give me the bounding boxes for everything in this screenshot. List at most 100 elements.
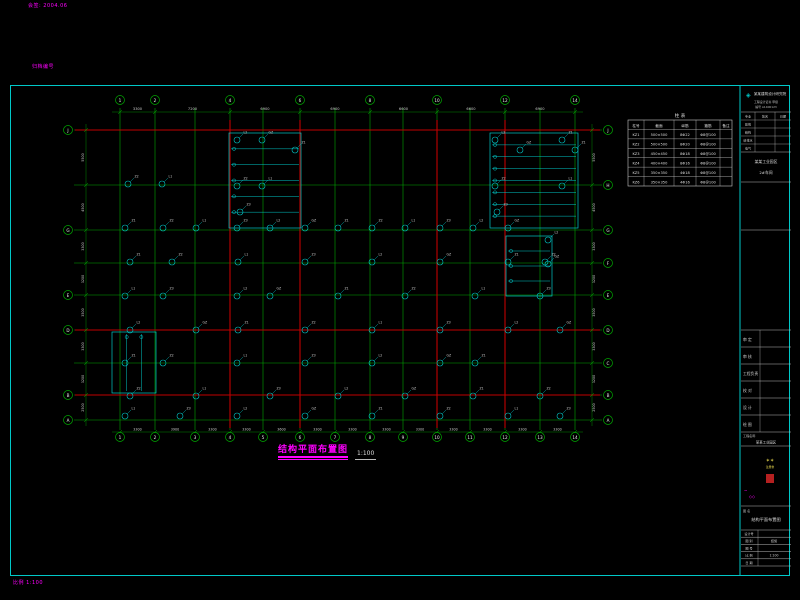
- svg-text:L2: L2: [555, 231, 559, 235]
- svg-text:设 计: 设 计: [743, 405, 752, 410]
- svg-text:Z3: Z3: [170, 287, 174, 291]
- svg-text:G: G: [66, 228, 69, 233]
- svg-text:签名: 签名: [762, 114, 768, 119]
- svg-text:6900: 6900: [535, 107, 545, 111]
- svg-text:6: 6: [299, 98, 302, 103]
- svg-text:审 定: 审 定: [743, 337, 752, 342]
- svg-text:5500: 5500: [81, 153, 85, 161]
- svg-text:Z1: Z1: [132, 354, 136, 358]
- svg-text:4500: 4500: [592, 203, 596, 211]
- svg-text:KZ1: KZ1: [632, 133, 639, 137]
- svg-text:KZ2: KZ2: [632, 143, 639, 147]
- svg-text:Z1: Z1: [379, 407, 383, 411]
- svg-text:6: 6: [299, 435, 302, 440]
- svg-text:6600: 6600: [399, 107, 409, 111]
- svg-text:Z2: Z2: [502, 177, 506, 181]
- svg-text:Φ8@100: Φ8@100: [700, 143, 716, 147]
- svg-text:绘 图: 绘 图: [743, 422, 752, 427]
- svg-text:Φ8@100: Φ8@100: [700, 133, 716, 137]
- svg-text:Z2: Z2: [547, 387, 551, 391]
- svg-text:备注: 备注: [722, 123, 730, 128]
- svg-text:GZ: GZ: [567, 321, 572, 325]
- svg-text:某某工业园区: 某某工业园区: [755, 159, 778, 164]
- svg-text:L2: L2: [345, 387, 349, 391]
- svg-text:KZ3: KZ3: [632, 152, 639, 156]
- svg-text:2500: 2500: [81, 403, 85, 411]
- svg-text:7200: 7200: [188, 107, 198, 111]
- svg-text:E: E: [67, 293, 70, 298]
- svg-text:GZ: GZ: [515, 219, 520, 223]
- svg-text:11: 11: [467, 435, 473, 440]
- svg-text:Φ8@100: Φ8@100: [700, 152, 716, 156]
- svg-text:Z2: Z2: [170, 219, 174, 223]
- svg-text:GZ: GZ: [555, 255, 560, 259]
- svg-text:Z1: Z1: [345, 219, 349, 223]
- svg-text:Z3: Z3: [504, 203, 508, 207]
- svg-text:Z1: Z1: [245, 321, 249, 325]
- svg-text:GZ: GZ: [447, 354, 452, 358]
- svg-text:4: 4: [229, 435, 232, 440]
- svg-text:◇◇: ◇◇: [749, 494, 756, 499]
- title-underline-thin: [278, 459, 349, 460]
- svg-text:L2: L2: [244, 407, 248, 411]
- plan-title: 结构平面布置图: [278, 442, 349, 460]
- svg-text:结施: 结施: [771, 538, 777, 543]
- svg-text:L1: L1: [244, 354, 248, 358]
- svg-text:4: 4: [229, 98, 232, 103]
- svg-text:结构平面布置图: 结构平面布置图: [751, 516, 780, 523]
- svg-text:14: 14: [572, 98, 578, 103]
- svg-text:Z3: Z3: [187, 407, 191, 411]
- svg-text:Z2: Z2: [135, 175, 139, 179]
- svg-text:3300: 3300: [348, 427, 356, 431]
- svg-text:Z1: Z1: [345, 287, 349, 291]
- svg-text:KZ4: KZ4: [632, 162, 640, 166]
- svg-text:8: 8: [369, 435, 372, 440]
- svg-text:3300: 3300: [313, 427, 321, 431]
- svg-text:Φ8@100: Φ8@100: [700, 171, 716, 175]
- svg-text:8: 8: [369, 98, 372, 103]
- svg-text:Z3: Z3: [447, 219, 451, 223]
- svg-text:设计号: 设计号: [744, 531, 753, 536]
- svg-text:GZ: GZ: [527, 141, 532, 145]
- svg-text:500×500: 500×500: [651, 133, 668, 137]
- svg-text:3300: 3300: [242, 427, 250, 431]
- svg-text:3: 3: [194, 435, 197, 440]
- plot-stamp-left-upper: 归档编号: [32, 64, 55, 70]
- svg-text:3300: 3300: [483, 427, 491, 431]
- svg-text:3200: 3200: [81, 275, 85, 283]
- svg-text:L1: L1: [203, 219, 207, 223]
- svg-text:Z1: Z1: [515, 253, 519, 257]
- svg-text:5500: 5500: [592, 153, 596, 161]
- svg-text:GZ: GZ: [312, 219, 317, 223]
- svg-text:L2: L2: [277, 219, 281, 223]
- svg-text:L2: L2: [502, 131, 506, 135]
- svg-text:Z3: Z3: [244, 219, 248, 223]
- svg-text:Z3: Z3: [547, 287, 551, 291]
- svg-text:3300: 3300: [416, 427, 424, 431]
- svg-text:7: 7: [334, 435, 337, 440]
- svg-text:1:100: 1:100: [770, 554, 779, 558]
- svg-text:L1: L1: [569, 177, 573, 181]
- svg-text:L1: L1: [515, 407, 519, 411]
- svg-text:3300: 3300: [133, 107, 143, 111]
- svg-text:A: A: [67, 418, 70, 423]
- svg-text:Z2: Z2: [170, 354, 174, 358]
- svg-text:工程名称: 工程名称: [743, 433, 755, 438]
- svg-text:A: A: [607, 418, 610, 423]
- svg-text:◈: ◈: [746, 92, 751, 99]
- svg-text:工程负责: 工程负责: [743, 371, 758, 376]
- svg-text:KZ6: KZ6: [632, 180, 640, 184]
- svg-text:350×350: 350×350: [651, 180, 668, 184]
- svg-text:图 名: 图 名: [743, 508, 750, 513]
- svg-text:截面: 截面: [655, 123, 663, 128]
- svg-text:4500: 4500: [81, 203, 85, 211]
- svg-text:GZ: GZ: [447, 253, 452, 257]
- svg-text:Φ8@100: Φ8@100: [700, 180, 716, 184]
- svg-text:工程设计证书 甲级: 工程设计证书 甲级: [754, 99, 778, 104]
- svg-text:E: E: [607, 293, 610, 298]
- svg-text:Z1: Z1: [482, 354, 486, 358]
- svg-text:建筑: 建筑: [745, 122, 751, 127]
